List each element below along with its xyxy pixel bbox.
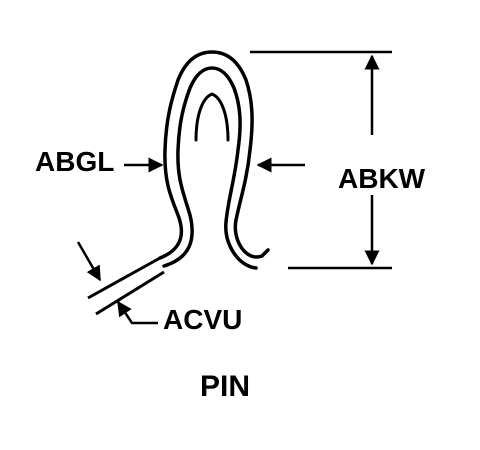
acvu-label: ACVU bbox=[163, 304, 243, 335]
pin-inner-outline bbox=[162, 66, 258, 270]
diagram-title: PIN bbox=[200, 370, 251, 403]
acvu-upper-arrow bbox=[76, 241, 102, 282]
acvu-extension-line-1 bbox=[87, 256, 161, 300]
acvu-dimension bbox=[76, 241, 165, 325]
pin-inner-channel bbox=[194, 92, 230, 142]
pin-shape bbox=[158, 50, 270, 270]
abkw-label: ABKW bbox=[338, 163, 426, 194]
acvu-leader-arrow bbox=[116, 300, 158, 325]
pin-outer-outline bbox=[158, 50, 270, 260]
abgl-label: ABGL bbox=[35, 146, 115, 177]
abkw-dimension bbox=[250, 50, 392, 270]
acvu-extension-line-2 bbox=[95, 270, 165, 316]
